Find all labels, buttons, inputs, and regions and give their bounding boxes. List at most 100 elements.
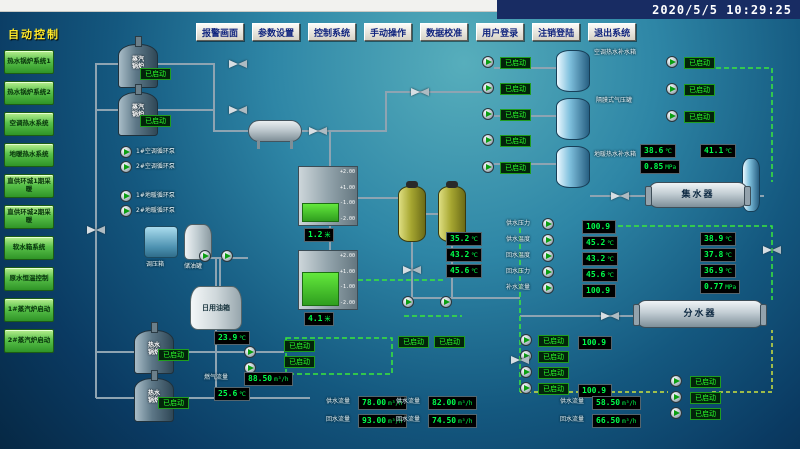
- sidebar-item[interactable]: 1#蒸汽炉启动: [4, 298, 54, 322]
- pump-icon[interactable]: [542, 234, 554, 246]
- readout-value: 38.9: [704, 234, 724, 243]
- pump-icon[interactable]: [542, 250, 554, 262]
- pump-icon[interactable]: [520, 382, 532, 394]
- status-badge: 已启动: [684, 111, 715, 123]
- scale-tick: +2.00: [339, 253, 355, 259]
- pump-icon[interactable]: [199, 250, 211, 262]
- pump-icon[interactable]: [440, 296, 452, 308]
- status-badge: 已启动: [284, 356, 315, 368]
- readout-unit: m³/h: [388, 418, 403, 425]
- readout-unit: ℃: [471, 268, 479, 275]
- readout-unit: m³/h: [622, 400, 637, 407]
- diagram-label: 地暖热水补水箱: [594, 151, 637, 158]
- diagram-label: 2#地暖循环泵: [136, 207, 175, 214]
- vessel: [248, 120, 302, 149]
- status-badge: 已启动: [538, 335, 569, 347]
- pump-icon[interactable]: [244, 346, 256, 358]
- menu-button[interactable]: 数据校准: [420, 23, 469, 41]
- diagram-label: 回水流量: [560, 416, 585, 423]
- pump-icon[interactable]: [666, 56, 678, 68]
- readout-unit: ℃: [471, 252, 479, 259]
- readout-value: 74.50: [432, 416, 457, 425]
- sidebar-item[interactable]: 地暖热水系统: [4, 143, 54, 167]
- diagram-label: 回水流量: [396, 416, 421, 423]
- vessel: [144, 226, 178, 258]
- pump-icon[interactable]: [542, 282, 554, 294]
- readout: 45.6℃: [446, 264, 483, 278]
- sidebar-item[interactable]: 空调热水系统: [4, 112, 54, 136]
- pump-icon[interactable]: [666, 83, 678, 95]
- pump-icon[interactable]: [482, 82, 494, 94]
- readout-value: 4.1: [308, 314, 323, 323]
- sidebar-item-label: 直供环城2期采暖: [7, 208, 51, 224]
- status-badge: 已启动: [500, 162, 531, 174]
- sidebar-item[interactable]: 直供环城1期采暖: [4, 174, 54, 198]
- diagram-label: 隔膜式气压罐: [596, 97, 633, 104]
- sidebar-item[interactable]: 直供环城2期采暖: [4, 205, 54, 229]
- sidebar-item-label: 热水锅炉系统1: [7, 57, 51, 66]
- pump-icon[interactable]: [666, 110, 678, 122]
- pump-icon[interactable]: [670, 407, 682, 419]
- vessel: 蒸汽锅炉: [118, 36, 158, 88]
- diagram-label: 补水流量: [506, 284, 531, 291]
- pump-icon[interactable]: [520, 366, 532, 378]
- menu-button[interactable]: 控制系统: [308, 23, 357, 41]
- readout-value: 0.77: [704, 282, 724, 291]
- scale-tick: +2.00: [339, 169, 355, 175]
- status-badge: 已启动: [690, 392, 721, 404]
- menu-button[interactable]: 参数设置: [252, 23, 301, 41]
- menu-button[interactable]: 用户登录: [476, 23, 525, 41]
- window-title-strip: [0, 0, 497, 12]
- pump-icon[interactable]: [120, 205, 132, 217]
- scale-tick: +1.00: [339, 184, 355, 191]
- menu-button[interactable]: 退出系统: [588, 23, 637, 41]
- pump-icon[interactable]: [542, 266, 554, 278]
- pump-icon[interactable]: [221, 250, 233, 262]
- diagram-label: 空调热水补水箱: [594, 49, 637, 56]
- readout-value: 41.1: [704, 146, 724, 155]
- pump-icon[interactable]: [120, 161, 132, 173]
- datetime-bar: 2020/5/5 10:29:25: [497, 0, 800, 19]
- status-badge: 已启动: [158, 349, 189, 361]
- vessel: +2.00 +1.00 -1.00 -2.00: [298, 250, 358, 310]
- pump-icon[interactable]: [482, 108, 494, 120]
- vessel: [398, 181, 426, 242]
- menu-button[interactable]: 注销登陆: [532, 23, 581, 41]
- sidebar-item[interactable]: 热水锅炉系统2: [4, 81, 54, 105]
- diagram-label: 回水温度: [506, 252, 531, 259]
- menu-button[interactable]: 手动操作: [364, 23, 413, 41]
- pump-icon[interactable]: [670, 391, 682, 403]
- pipe: [610, 225, 773, 300]
- readout-value: 43.2: [586, 254, 606, 263]
- readout-unit: ℃: [471, 236, 479, 243]
- sidebar-item[interactable]: 原水恒温控制: [4, 267, 54, 291]
- pump-icon[interactable]: [482, 134, 494, 146]
- diagram-label: 2#空调循环泵: [136, 163, 175, 170]
- readout-value: 45.6: [450, 266, 470, 275]
- readout-unit: ℃: [725, 252, 733, 259]
- vessel-level-fill: [302, 203, 339, 222]
- vessel: +2.00 +1.00 -1.00 -2.00: [298, 166, 358, 226]
- readout: 35.2℃: [446, 232, 483, 246]
- menu-button[interactable]: 报警画面: [196, 23, 245, 41]
- readout: 100.9: [582, 220, 617, 234]
- sidebar-item[interactable]: 热水锅炉系统1: [4, 50, 54, 74]
- pump-icon[interactable]: [120, 190, 132, 202]
- pump-icon[interactable]: [520, 334, 532, 346]
- pump-icon[interactable]: [482, 161, 494, 173]
- sidebar-item[interactable]: 2#蒸汽炉启动: [4, 329, 54, 353]
- pump-icon[interactable]: [402, 296, 414, 308]
- readout-value: 78.00: [362, 398, 387, 407]
- pump-icon[interactable]: [482, 56, 494, 68]
- pump-icon[interactable]: [120, 146, 132, 158]
- readout: 38.9℃: [700, 232, 737, 246]
- readout-value: 58.50: [596, 398, 621, 407]
- sidebar-item[interactable]: 软水箱系统: [4, 236, 54, 260]
- pump-icon[interactable]: [542, 218, 554, 230]
- pump-icon[interactable]: [670, 375, 682, 387]
- status-badge: 已启动: [690, 376, 721, 388]
- diagram-label: 供水温度: [506, 236, 531, 243]
